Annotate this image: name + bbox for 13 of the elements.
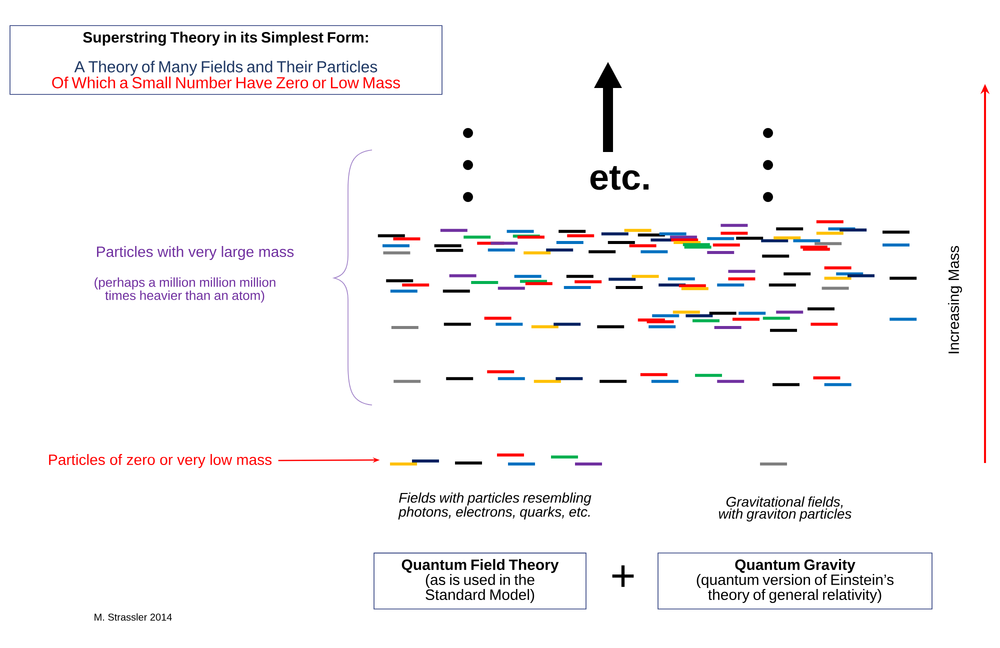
theory-box: Quantum Field Theory (as is used in the Standard Model) <box>374 552 586 610</box>
group-label: Particles with very large mass <box>97 246 294 260</box>
title-box: Superstring Theory in its Simplest Form: A Theory of Many Fields and Their Particles Of Which a Small Number Have Zero or Low Mass <box>10 25 442 95</box>
annotation-text: Particles of zero or very low mass <box>49 454 272 468</box>
particle-bars <box>390 454 602 466</box>
credit-text: M. Strassler 2014 <box>94 613 172 621</box>
caption-text: Fields with particles resembling photons, electrons, quarks, etc. <box>398 492 592 520</box>
axis-label: Increasing Mass <box>948 246 962 354</box>
theory-box: Quantum Gravity (quantum version of Einstein’s theory of general relativity) <box>658 552 932 610</box>
etc-label: etc. <box>590 166 649 190</box>
plus-sign: + <box>612 565 634 587</box>
note-text: (perhaps a million million million times heavier than an atom) <box>94 277 276 303</box>
caption-text: Gravitational fields, with graviton particles <box>718 496 852 522</box>
